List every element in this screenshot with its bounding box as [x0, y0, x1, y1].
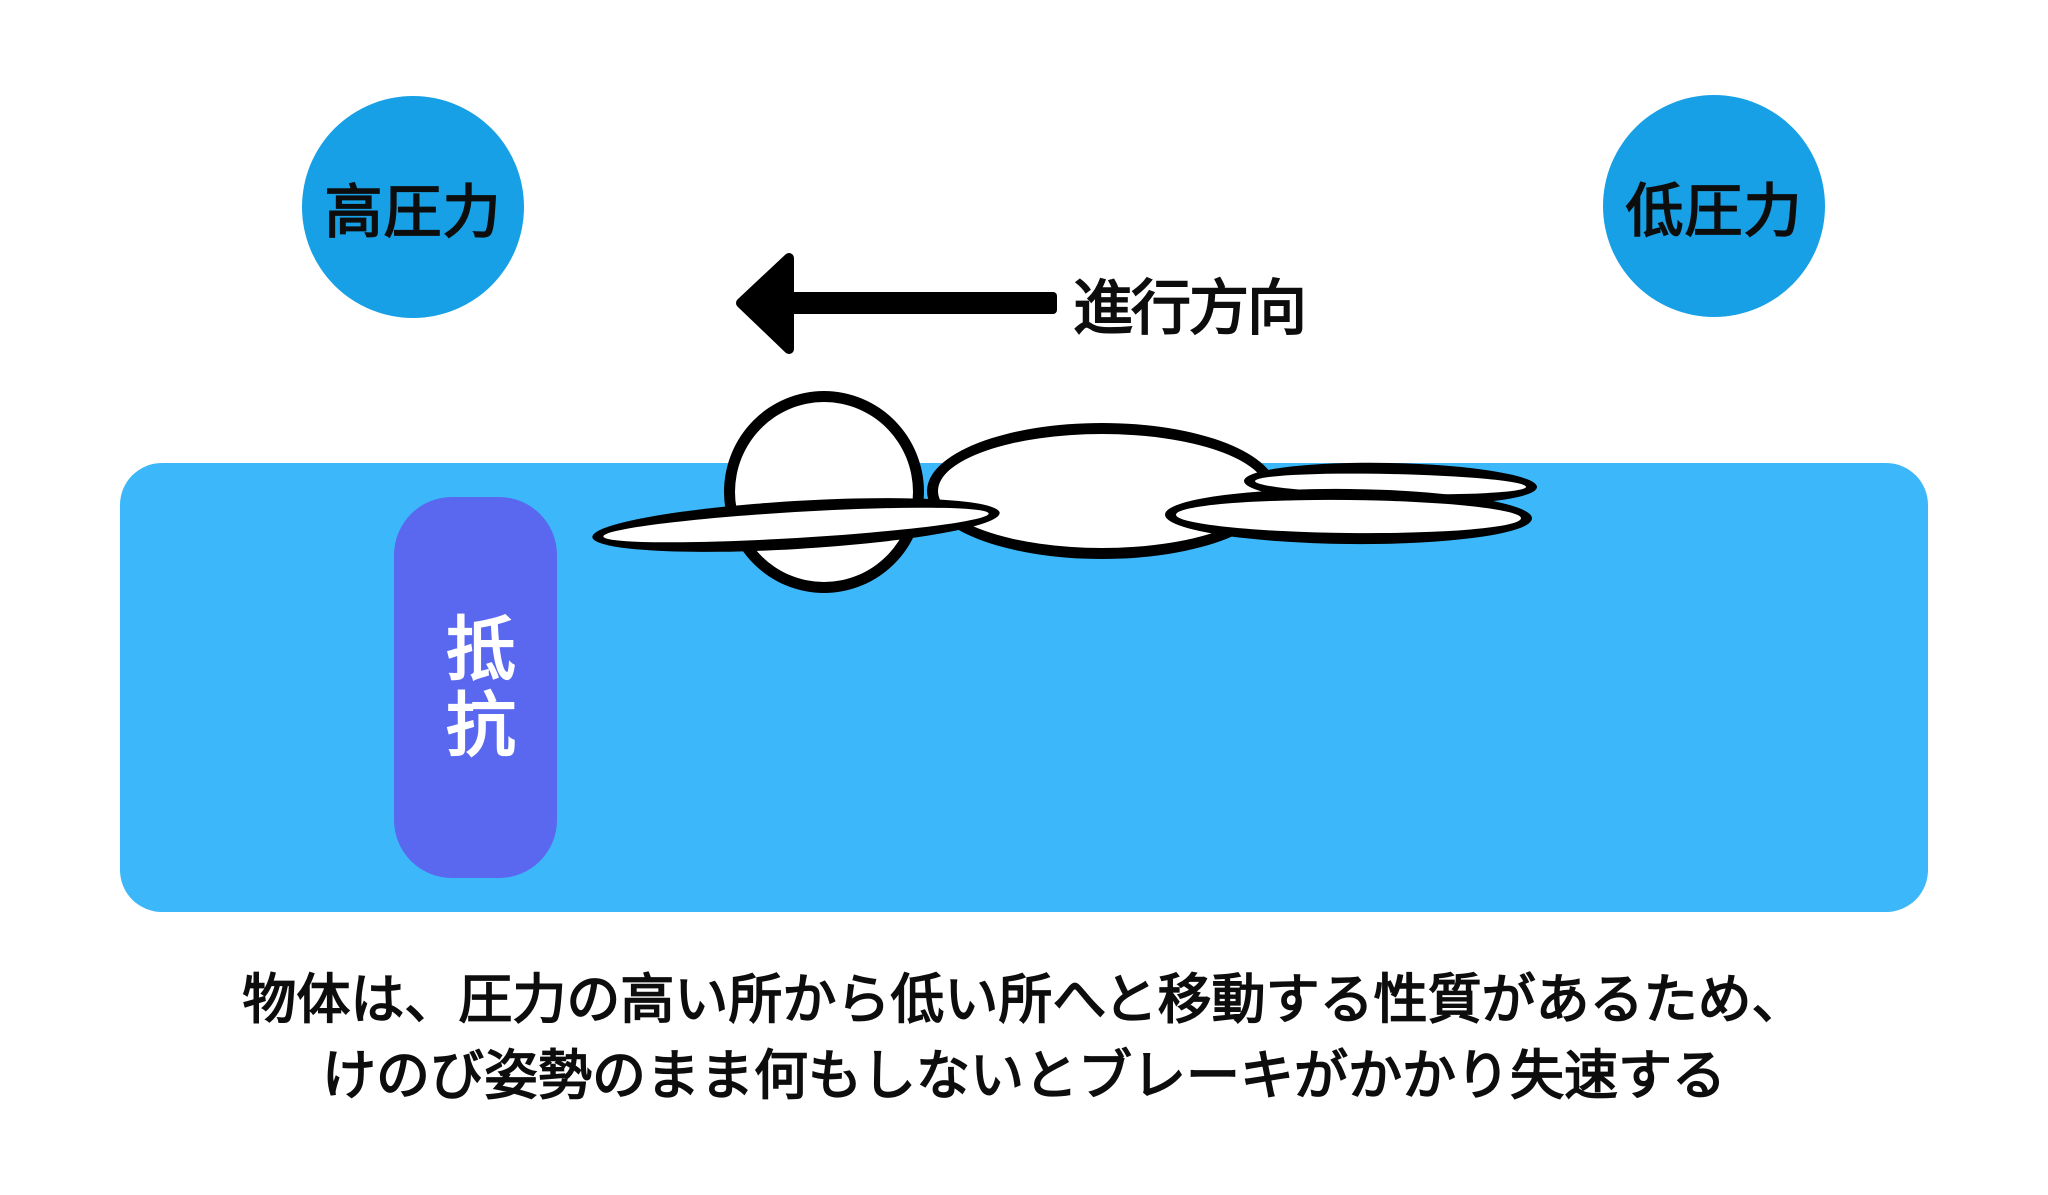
resistance-badge: 抵抗 — [394, 497, 557, 878]
high-pressure-circle: 高圧力 — [302, 96, 524, 318]
caption-line-1: 物体は、圧力の高い所から低い所へと移動する性質があるため、 — [242, 968, 1806, 1031]
resistance-label: 抵抗 — [434, 611, 517, 764]
left-arrow-icon — [736, 253, 1057, 354]
high-pressure-label: 高圧力 — [324, 178, 502, 246]
swimmer-head — [724, 391, 924, 593]
caption-line-2: けのび姿勢のまま何もしないとブレーキがかかり失速する — [322, 1044, 1726, 1107]
low-pressure-circle: 低圧力 — [1603, 95, 1825, 317]
direction-label: 進行方向 — [1073, 273, 1307, 344]
caption: 物体は、圧力の高い所から低い所へと移動する性質があるため、 けのび姿勢のまま何も… — [0, 962, 2048, 1114]
low-pressure-label: 低圧力 — [1625, 177, 1803, 245]
swimmer-torso — [927, 423, 1277, 559]
